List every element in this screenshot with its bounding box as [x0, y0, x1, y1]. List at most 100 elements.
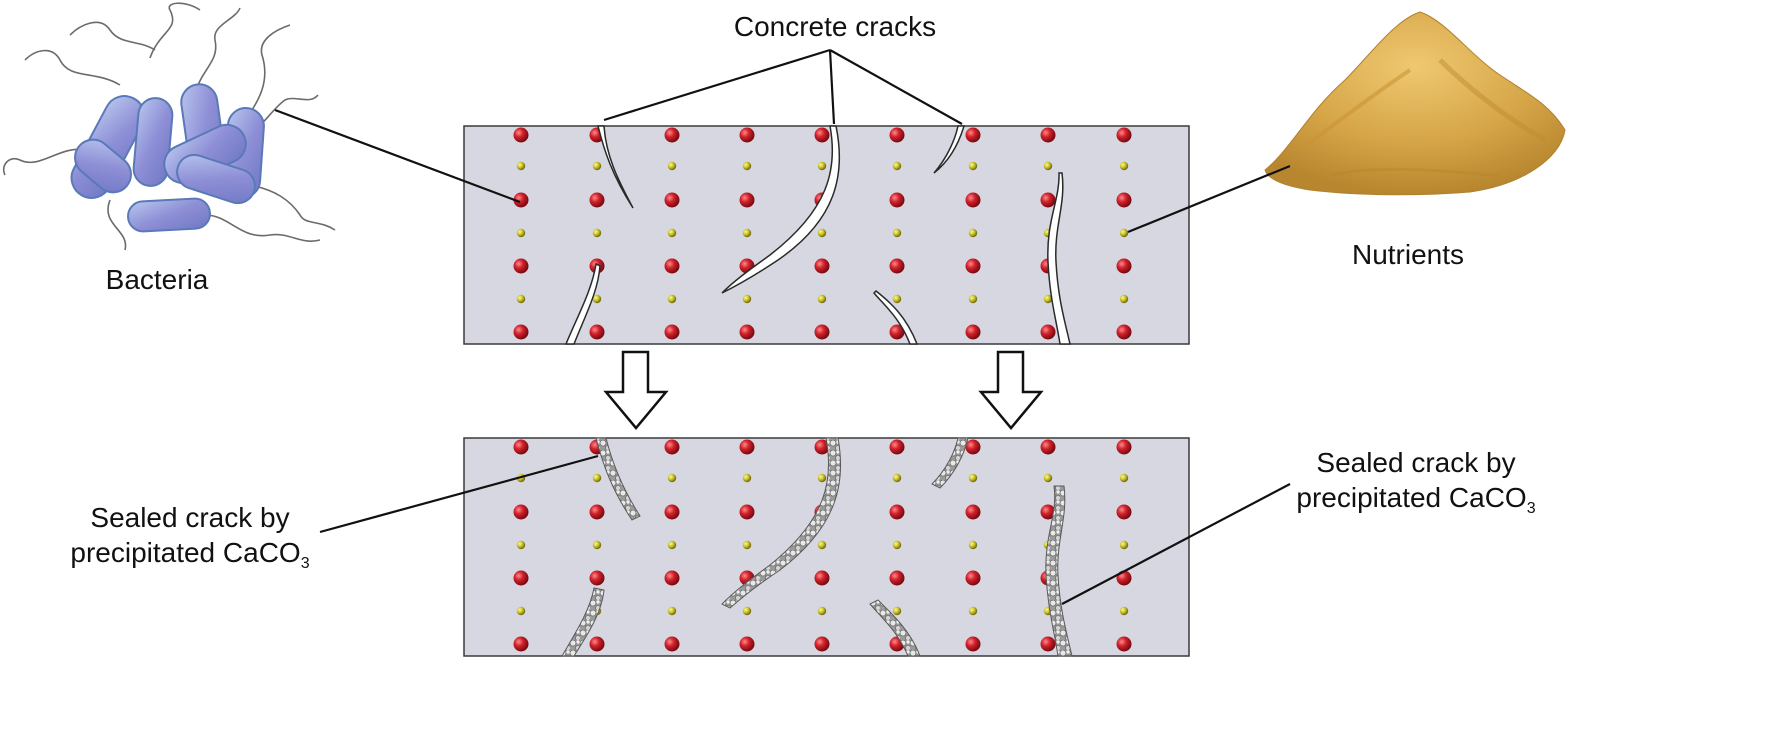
particle-large [589, 192, 605, 208]
particle-large [664, 324, 680, 340]
particle-small [892, 161, 902, 171]
concrete-block-sealed [463, 437, 1190, 657]
particle-small [1119, 228, 1129, 238]
particle-large [1116, 570, 1132, 586]
particle-large [1040, 127, 1056, 143]
particle-large [589, 570, 605, 586]
particle-small [516, 540, 526, 550]
particle-large [589, 504, 605, 520]
particle-large [739, 192, 755, 208]
particle-large [889, 324, 905, 340]
particle-large [965, 504, 981, 520]
particle-large [889, 127, 905, 143]
particle-small [968, 540, 978, 550]
particle-large [1116, 324, 1132, 340]
particle-small [516, 606, 526, 616]
particle-small [667, 161, 677, 171]
particle-small [817, 606, 827, 616]
particle-small [892, 473, 902, 483]
pointer-sealed-right [1061, 483, 1291, 605]
particle-small [892, 540, 902, 550]
particle-small [667, 228, 677, 238]
particle-large [1116, 192, 1132, 208]
pointer-crack-3 [829, 49, 963, 125]
particle-small [592, 473, 602, 483]
sealed-cracks [561, 437, 1073, 657]
particle-large [814, 570, 830, 586]
particle-large [814, 439, 830, 455]
particle-small [667, 473, 677, 483]
particle-large [664, 504, 680, 520]
particle-large [814, 324, 830, 340]
particle-small [742, 606, 752, 616]
pointer-crack-1 [603, 48, 831, 122]
particle-small [817, 473, 827, 483]
particle-small [892, 228, 902, 238]
particle-large [965, 570, 981, 586]
label-bacteria: Bacteria [106, 264, 209, 295]
particle-large [1040, 504, 1056, 520]
crack [1047, 172, 1071, 345]
particle-large [889, 570, 905, 586]
particle-large [664, 570, 680, 586]
particle-small [817, 540, 827, 550]
crack [597, 125, 634, 209]
label-nutrients: Nutrients [1352, 239, 1464, 270]
particle-small [892, 606, 902, 616]
bacterium [132, 97, 174, 187]
label-concrete-cracks: Concrete cracks [734, 11, 936, 42]
particle-large [589, 324, 605, 340]
particle-large [1040, 324, 1056, 340]
particle-large [814, 127, 830, 143]
particle-large [1116, 127, 1132, 143]
particle-large [513, 439, 529, 455]
particle-large [965, 439, 981, 455]
bacterium [74, 138, 132, 194]
particle-large [965, 636, 981, 652]
particle-small [817, 294, 827, 304]
crack [872, 289, 919, 345]
particle-large [664, 439, 680, 455]
pointer-bacteria [274, 108, 521, 204]
particle-large [965, 192, 981, 208]
particle-small [1119, 540, 1129, 550]
particle-large [1040, 636, 1056, 652]
particle-small [1119, 161, 1129, 171]
particle-large [513, 192, 529, 208]
particle-large [513, 258, 529, 274]
particle-large [739, 636, 755, 652]
particle-small [516, 228, 526, 238]
particle-large [889, 504, 905, 520]
sealed-crack [721, 437, 842, 609]
down-arrow-right [978, 350, 1044, 430]
particle-small [667, 294, 677, 304]
label-sealed-right-line1: Sealed crack by [1316, 447, 1515, 478]
particle-small [592, 540, 602, 550]
particle-large [814, 636, 830, 652]
nutrients-illustration [1264, 11, 1566, 196]
particle-small [1119, 606, 1129, 616]
particle-small [968, 473, 978, 483]
particle-large [513, 570, 529, 586]
particle-large [889, 439, 905, 455]
particle-large [664, 258, 680, 274]
label-sealed-right-line2: precipitated CaCO3 [1296, 482, 1535, 517]
particle-large [965, 324, 981, 340]
bacterium [176, 153, 256, 205]
particle-large [513, 324, 529, 340]
particle-large [1116, 504, 1132, 520]
particle-small [516, 161, 526, 171]
particle-small [817, 228, 827, 238]
particle-large [965, 258, 981, 274]
particle-small [1043, 294, 1053, 304]
sealed-crack [561, 587, 605, 657]
down-arrow-left [603, 350, 669, 430]
pointer-crack-2 [828, 49, 836, 125]
particle-large [1116, 439, 1132, 455]
particle-small [742, 540, 752, 550]
particle-large [589, 636, 605, 652]
particle-small [667, 606, 677, 616]
particle-small [1119, 473, 1129, 483]
particle-small [968, 228, 978, 238]
sealed-crack [869, 599, 921, 657]
